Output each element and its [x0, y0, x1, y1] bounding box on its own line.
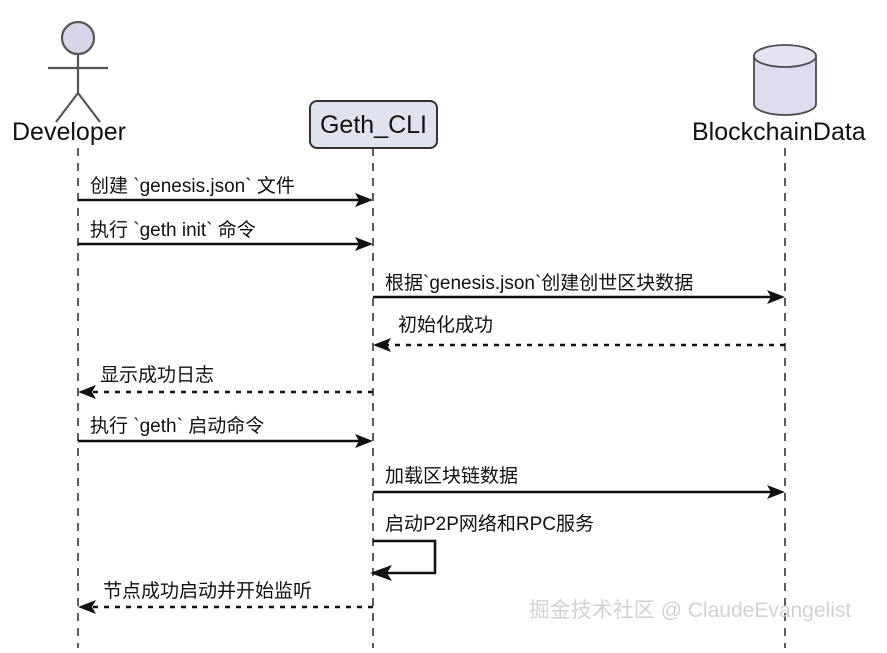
message-arrowhead-5 — [78, 385, 96, 399]
participant-label-developer: Developer — [12, 118, 126, 146]
actor-leg-left-icon — [55, 92, 79, 123]
message-arrowhead-9 — [78, 600, 96, 614]
participant-label-blockchaindata: BlockchainData — [692, 118, 866, 146]
message-2[interactable]: 执行 `geth init` 命令 — [78, 219, 373, 251]
message-label-7: 加载区块链数据 — [385, 465, 518, 487]
message-label-5: 显示成功日志 — [100, 364, 214, 386]
message-3[interactable]: 根据`genesis.json`创建创世区块数据 — [373, 272, 785, 304]
participant-blockchaindata[interactable]: BlockchainData — [692, 44, 866, 146]
participant-developer[interactable]: Developer — [12, 20, 126, 146]
message-8-self-loop[interactable]: 启动P2P网络和RPC服务 — [370, 513, 594, 581]
message-4[interactable]: 初始化成功 — [373, 314, 785, 352]
actor-head-icon — [60, 20, 96, 56]
message-label-2: 执行 `geth init` 命令 — [90, 219, 256, 241]
participant-geth-cli[interactable]: Geth_CLI — [309, 100, 438, 149]
actor-leg-right-icon — [77, 92, 101, 123]
message-arrowhead-3 — [767, 290, 785, 304]
message-5[interactable]: 显示成功日志 — [78, 364, 373, 399]
message-arrowhead-6 — [355, 434, 373, 448]
message-label-3: 根据`genesis.json`创建创世区块数据 — [385, 272, 693, 294]
database-cylinder-top-icon — [753, 44, 817, 68]
message-selfloop-path-8 — [373, 539, 437, 575]
message-arrowhead-8 — [370, 565, 392, 581]
message-label-1: 创建 `genesis.json` 文件 — [90, 175, 295, 197]
message-1[interactable]: 创建 `genesis.json` 文件 — [78, 175, 373, 207]
watermark-label: 掘金技术社区 @ ClaudeEvangelist — [529, 599, 852, 622]
message-label-4: 初始化成功 — [398, 314, 493, 336]
message-9[interactable]: 节点成功启动并开始监听 — [78, 580, 373, 614]
message-arrowhead-2 — [355, 237, 373, 251]
message-label-9: 节点成功启动并开始监听 — [103, 580, 312, 602]
message-label-8: 启动P2P网络和RPC服务 — [385, 513, 594, 535]
message-arrowhead-1 — [355, 193, 373, 207]
message-label-6: 执行 `geth` 启动命令 — [90, 415, 264, 437]
message-arrowhead-7 — [767, 485, 785, 499]
message-arrowhead-4 — [373, 338, 391, 352]
participant-label-geth-cli: Geth_CLI — [320, 111, 427, 139]
message-6[interactable]: 执行 `geth` 启动命令 — [78, 415, 373, 448]
database-cylinder-icon — [753, 55, 817, 116]
message-7[interactable]: 加载区块链数据 — [373, 465, 785, 499]
participant-box-geth-cli[interactable] — [309, 100, 438, 149]
